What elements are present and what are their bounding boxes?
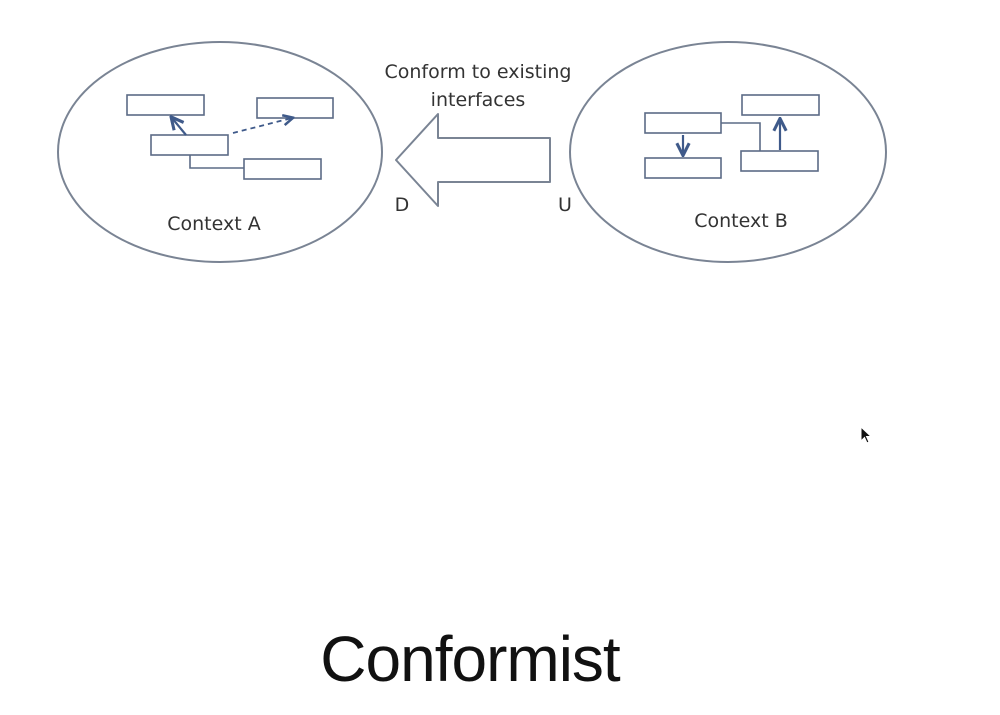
context-a: Context A: [57, 41, 383, 263]
context-a-label: Context A: [167, 213, 260, 235]
context-b-box-2: [741, 94, 820, 116]
upstream-label: U: [558, 194, 572, 216]
conform-arrow: [395, 113, 551, 207]
context-a-box-1: [126, 94, 205, 116]
context-a-connector: [189, 155, 244, 169]
context-a-box-4: [243, 158, 322, 180]
context-a-box-2: [256, 97, 334, 119]
mouse-pointer-icon: [860, 426, 873, 444]
context-b-box-4: [740, 150, 819, 172]
context-a-arrow-up: [172, 118, 187, 136]
context-b-connector: [721, 122, 761, 151]
arrow-caption-line-2: interfaces: [431, 89, 526, 111]
context-b: Context B: [569, 41, 887, 263]
context-a-box-3: [150, 134, 229, 156]
context-b-label: Context B: [694, 210, 788, 232]
context-a-arrow-dashed: [232, 118, 292, 134]
arrow-caption-line-1: Conform to existing: [385, 61, 572, 83]
context-b-box-1: [644, 112, 722, 134]
context-b-box-3: [644, 157, 722, 179]
slide-title: Conformist: [320, 623, 620, 695]
downstream-label: D: [395, 194, 410, 216]
